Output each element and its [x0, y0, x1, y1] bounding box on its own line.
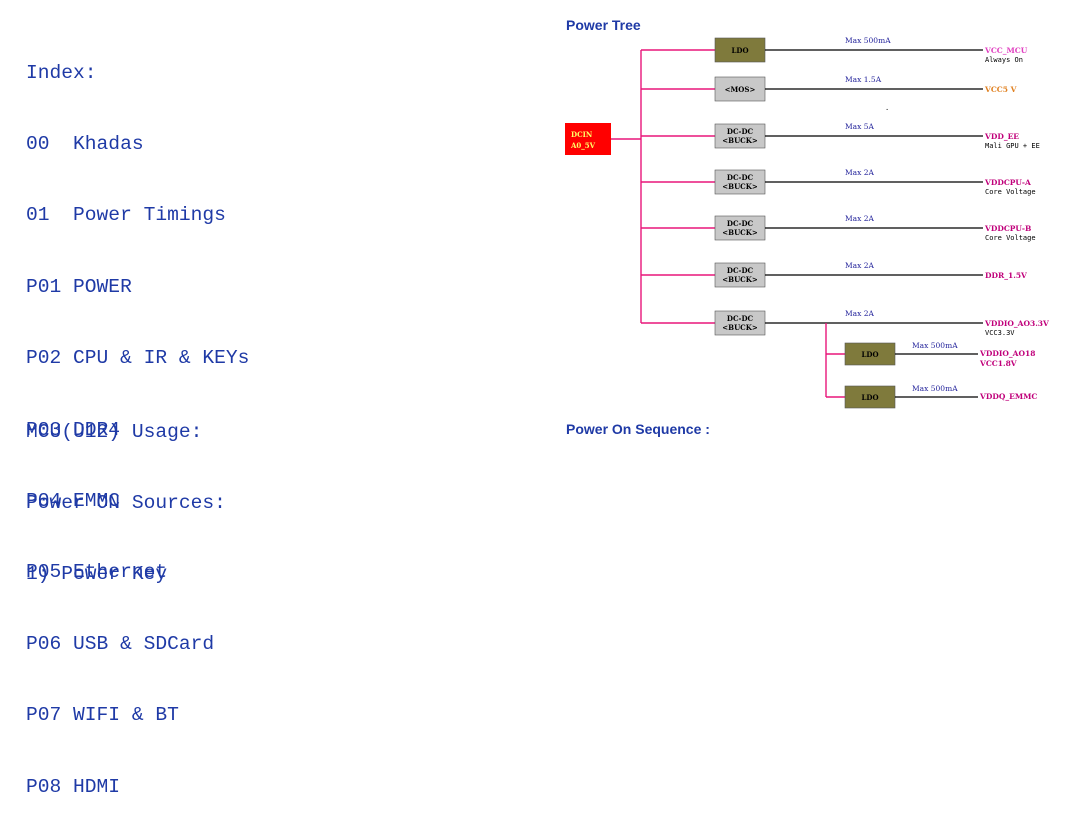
power-tree-title: Power Tree: [566, 17, 641, 33]
rail-current-label: Max 5A: [845, 122, 875, 131]
rail-output-label: VDDCPU-A: [984, 178, 1031, 187]
rail-current-label: Max 500mA: [845, 36, 891, 45]
index-title: Index:: [26, 61, 97, 84]
dcin-voltage-label: A0_5V: [570, 141, 596, 150]
regulator-box: [714, 37, 766, 63]
regulator-subtype-label: <BUCK>: [722, 275, 758, 284]
rail-current-label: Max 2A: [845, 214, 875, 223]
sub-rail-output-label: VDDIO_AO18: [979, 349, 1035, 358]
sub-rail-description-label: VCC1.8V: [979, 359, 1017, 368]
rail-output-label: VCC5 V: [984, 85, 1017, 94]
sub-regulator-type-label: LDO: [861, 393, 878, 402]
index-item[interactable]: P01 POWER: [26, 275, 132, 298]
regulator-type-label: DC-DC: [727, 173, 754, 182]
sub-rail-current-label: Max 500mA: [912, 341, 958, 350]
regulator-type-label: DC-DC: [727, 266, 754, 275]
regulator-subtype-label: <BUCK>: [722, 228, 758, 237]
rail-description-label: VCC3.3V: [985, 329, 1015, 337]
rail-output-label: VDDCPU-B: [984, 224, 1031, 233]
rail-output-label: VCC_MCU: [984, 46, 1028, 55]
rail-current-label: Max 2A: [845, 309, 875, 318]
sub-regulator-type-label: LDO: [861, 350, 878, 359]
index-item[interactable]: P08 HDMI: [26, 775, 121, 798]
rail-description-label: Core Voltage: [985, 188, 1036, 196]
index-item[interactable]: 00 Khadas: [26, 132, 144, 155]
mcu-line: MCU(U12) Usage:: [26, 420, 203, 443]
rail-description-label: Core Voltage: [985, 234, 1036, 242]
rail-output-label: DDR_1.5V: [985, 271, 1027, 280]
regulator-type-label: DC-DC: [727, 127, 754, 136]
rail-output-label: VDD_EE: [984, 132, 1019, 141]
mcu-line: Power ON Sources:: [26, 491, 226, 514]
regulator-box: [714, 123, 766, 149]
regulator-subtype-label: <BUCK>: [722, 182, 758, 191]
rail-current-label: Max 2A: [845, 261, 875, 270]
stray-dot-mark: .: [885, 104, 889, 112]
power-on-sequence-title: Power On Sequence :: [566, 421, 710, 437]
regulator-type-label: LDO: [731, 46, 748, 55]
dcin-source-box: [565, 123, 611, 155]
rail-output-label: VDDIO_AO3.3V: [984, 319, 1049, 328]
rail-description-label: Mali GPU + EE: [985, 142, 1040, 150]
dcin-label: DCIN: [571, 130, 593, 139]
index-item[interactable]: P06 USB & SDCard: [26, 632, 215, 655]
regulator-box: [714, 169, 766, 195]
rail-description-label: Always On: [985, 56, 1023, 64]
regulator-box: [714, 262, 766, 288]
index-item[interactable]: P07 WIFI & BT: [26, 704, 179, 727]
index-item[interactable]: P03 DDR4: [26, 418, 121, 441]
index-item[interactable]: P02 CPU & IR & KEYs: [26, 347, 250, 370]
regulator-box: [714, 76, 766, 102]
rail-current-label: Max 1.5A: [845, 75, 882, 84]
rail-current-label: Max 2A: [845, 168, 875, 177]
sub-rail-output-label: VDDQ_EMMC: [979, 392, 1037, 401]
regulator-box: [714, 215, 766, 241]
regulator-subtype-label: <BUCK>: [722, 323, 758, 332]
mcu-line: 1) Power Key: [26, 563, 168, 586]
regulator-type-label: DC-DC: [727, 219, 754, 228]
regulator-box: [714, 310, 766, 336]
index-item[interactable]: 01 Power Timings: [26, 204, 226, 227]
regulator-subtype-label: <BUCK>: [722, 136, 758, 145]
sub-rail-current-label: Max 500mA: [912, 384, 958, 393]
regulator-type-label: DC-DC: [727, 314, 754, 323]
regulator-type-label: <MOS>: [725, 85, 756, 94]
